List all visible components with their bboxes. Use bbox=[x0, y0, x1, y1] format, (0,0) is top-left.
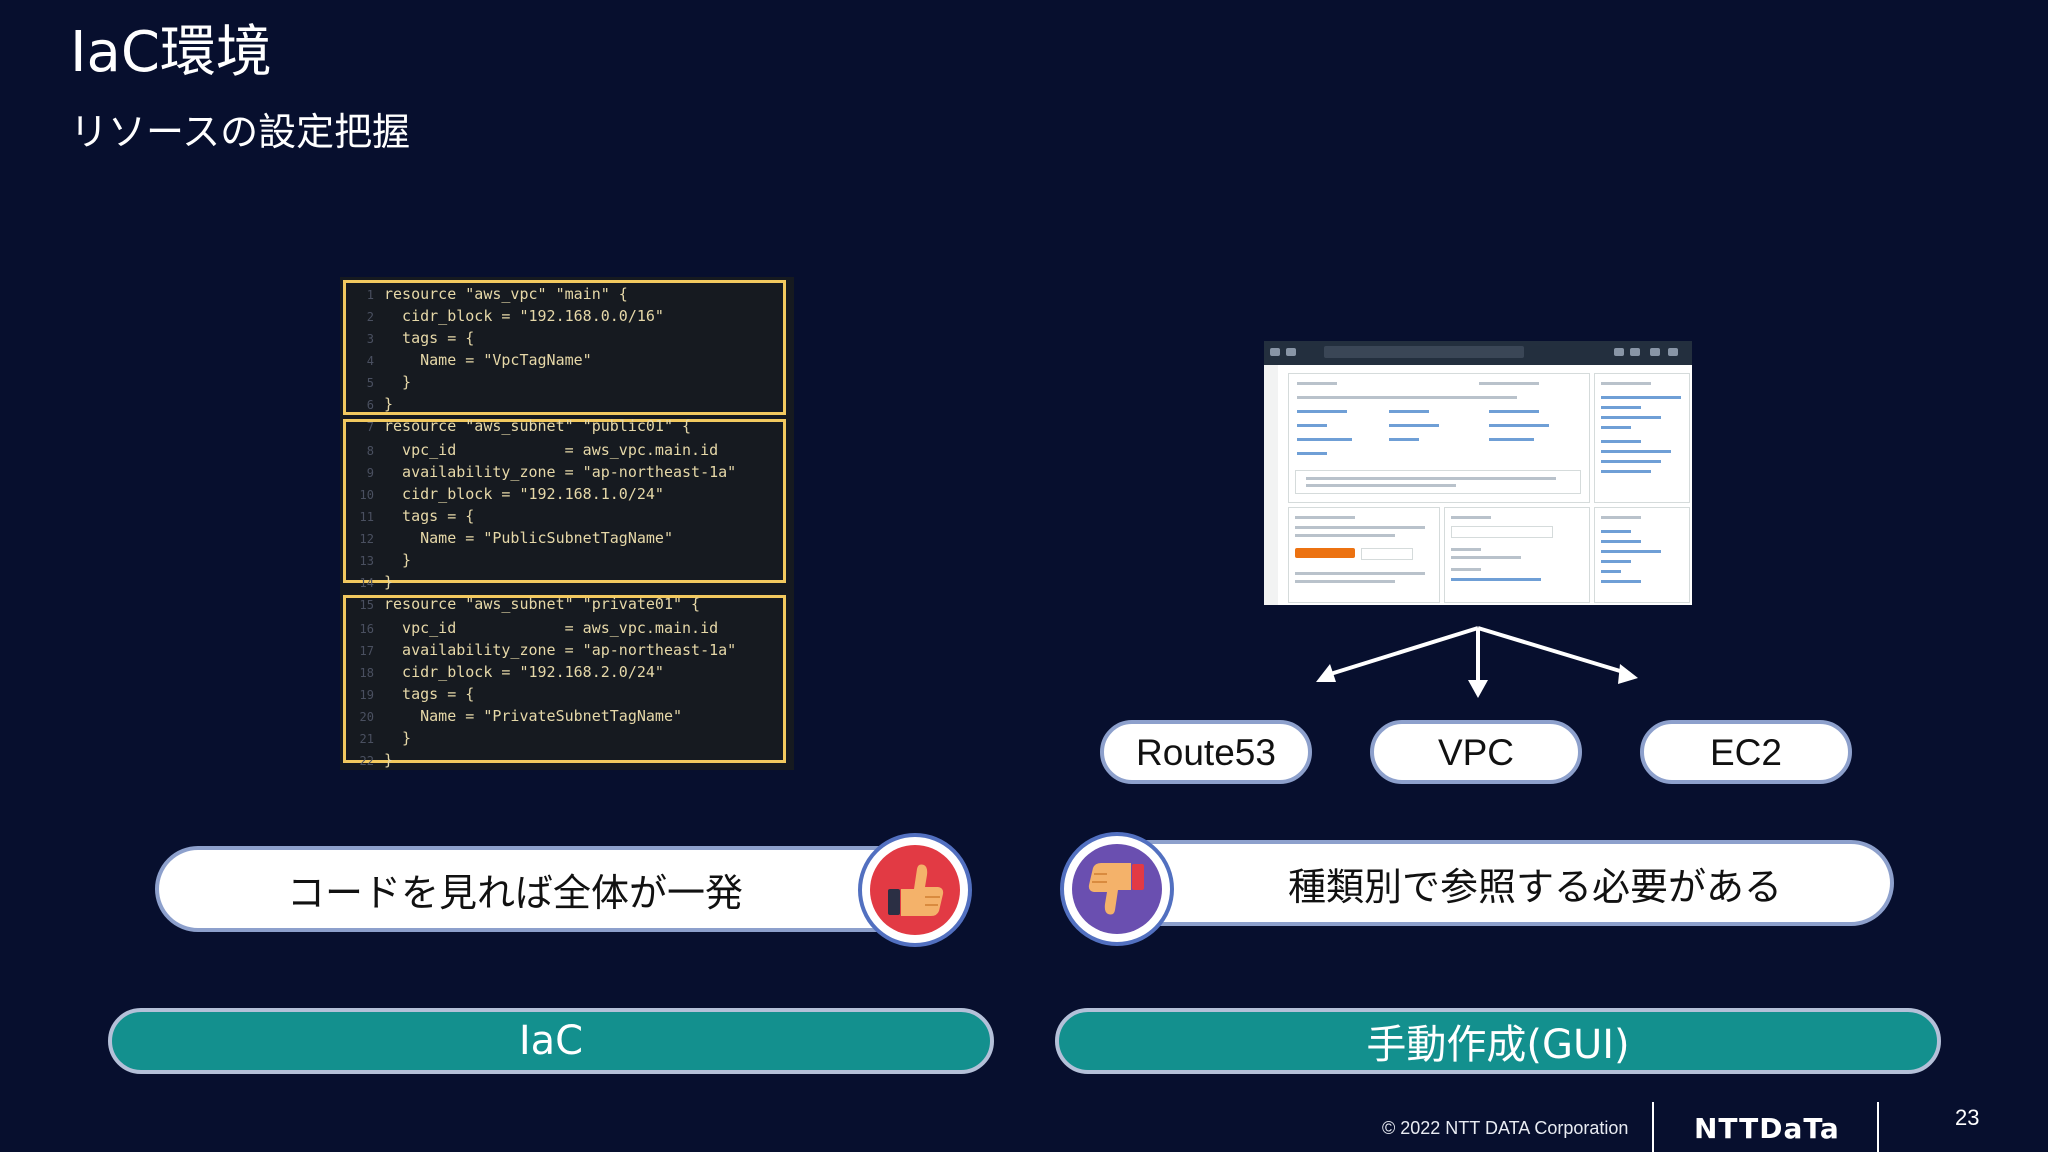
line-number: 22 bbox=[359, 754, 374, 768]
line-number: 9 bbox=[366, 466, 374, 480]
branch-arrows bbox=[1316, 626, 1638, 698]
code-text: } bbox=[384, 551, 412, 569]
code-line: 17 availability_zone = "ap-northeast-1a" bbox=[340, 639, 737, 661]
line-number: 7 bbox=[366, 420, 374, 434]
code-text: } bbox=[384, 373, 412, 391]
code-line: 12 Name = "PublicSubnetTagName" bbox=[340, 527, 673, 549]
code-line: 6} bbox=[340, 393, 393, 415]
code-line: 20 Name = "PrivateSubnetTagName" bbox=[340, 705, 682, 727]
code-highlight-private-subnet bbox=[343, 595, 786, 763]
code-line: 16 vpc_id = aws_vpc.main.id bbox=[340, 617, 719, 639]
code-text: availability_zone = "ap-northeast-1a" bbox=[384, 641, 737, 659]
line-number: 6 bbox=[366, 398, 374, 412]
line-number: 16 bbox=[359, 622, 374, 636]
service-pill-route53: Route53 bbox=[1100, 720, 1312, 784]
code-line: 10 cidr_block = "192.168.1.0/24" bbox=[340, 483, 664, 505]
code-line: 18 cidr_block = "192.168.2.0/24" bbox=[340, 661, 664, 683]
footer-divider bbox=[1652, 1102, 1654, 1152]
slide-subtitle: リソースの設定把握 bbox=[70, 110, 411, 154]
code-text: Name = "PrivateSubnetTagName" bbox=[384, 707, 683, 725]
code-line: 7 resource "aws_subnet" "public01" { bbox=[340, 415, 691, 437]
line-number: 13 bbox=[359, 554, 374, 568]
code-line: 13 } bbox=[340, 549, 412, 571]
code-line: 8 vpc_id = aws_vpc.main.id bbox=[340, 439, 718, 461]
code-text: tags = { bbox=[384, 329, 475, 347]
terraform-code-screenshot: 1 resource "aws_vpc" "main" { 2 cidr_block… bbox=[340, 277, 794, 770]
slide-title: IaC環境 bbox=[70, 20, 272, 85]
code-line: 5 } bbox=[340, 371, 411, 393]
code-highlight-public-subnet bbox=[343, 419, 786, 583]
line-number: 3 bbox=[366, 332, 374, 346]
code-text: tags = { bbox=[384, 685, 475, 703]
manual-comment-text: 種類別で参照する必要がある bbox=[1287, 864, 1782, 909]
line-number: 10 bbox=[359, 488, 374, 502]
code-line: 9 availability_zone = "ap-northeast-1a" bbox=[340, 461, 736, 483]
line-number: 11 bbox=[359, 510, 374, 524]
line-number: 1 bbox=[366, 288, 374, 302]
manual-comment-pill: 種類別で参照する必要がある bbox=[1096, 840, 1894, 926]
thumbs-down-icon bbox=[1072, 844, 1162, 934]
code-text: } bbox=[384, 573, 394, 591]
line-number: 19 bbox=[359, 688, 374, 702]
thumbs-up-icon bbox=[870, 845, 960, 935]
code-line: 22} bbox=[340, 749, 393, 770]
line-number: 4 bbox=[366, 354, 374, 368]
line-number: 2 bbox=[366, 310, 374, 324]
iac-comment-pill: コードを見れば全体が一発 bbox=[155, 846, 955, 932]
code-line: 2 cidr_block = "192.168.0.0/16" bbox=[340, 305, 664, 327]
page-number: 23 bbox=[1955, 1105, 1980, 1130]
line-number: 8 bbox=[366, 444, 374, 458]
line-number: 15 bbox=[359, 598, 374, 612]
line-number: 14 bbox=[359, 576, 374, 590]
code-highlight-vpc bbox=[343, 280, 786, 415]
console-topbar bbox=[1264, 341, 1692, 365]
aws-console-screenshot bbox=[1264, 341, 1692, 605]
code-line: 11 tags = { bbox=[340, 505, 475, 527]
code-line: 15 resource "aws_subnet" "private01" { bbox=[340, 593, 701, 615]
ntt-data-logo: NTTDaTa bbox=[1694, 1112, 1840, 1145]
code-line: 3 tags = { bbox=[340, 327, 475, 349]
code-text: cidr_block = "192.168.2.0/24" bbox=[384, 663, 664, 681]
line-number: 20 bbox=[359, 710, 374, 724]
iac-comment-text: コードを見れば全体が一発 bbox=[286, 870, 743, 915]
code-line: 19 tags = { bbox=[340, 683, 475, 705]
line-number: 17 bbox=[359, 644, 374, 658]
code-text: availability_zone = "ap-northeast-1a" bbox=[384, 463, 737, 481]
code-text: resource "aws_vpc" "main" { bbox=[384, 285, 628, 303]
code-text: } bbox=[384, 729, 412, 747]
line-number: 12 bbox=[359, 532, 374, 546]
code-text: } bbox=[384, 751, 394, 769]
code-text: Name = "PublicSubnetTagName" bbox=[384, 529, 673, 547]
line-number: 21 bbox=[359, 732, 374, 746]
category-bar-iac: IaC bbox=[108, 1008, 994, 1074]
code-text: Name = "VpcTagName" bbox=[384, 351, 592, 369]
thumbs-down-badge bbox=[1060, 832, 1174, 946]
code-text: vpc_id = aws_vpc.main.id bbox=[384, 441, 719, 459]
code-line: 14} bbox=[340, 571, 393, 593]
code-line: 4 Name = "VpcTagName" bbox=[340, 349, 592, 371]
line-number: 18 bbox=[359, 666, 374, 680]
code-text: cidr_block = "192.168.1.0/24" bbox=[384, 485, 664, 503]
code-text: } bbox=[384, 395, 394, 413]
code-line: 1 resource "aws_vpc" "main" { bbox=[340, 283, 628, 305]
thumbs-up-badge bbox=[858, 833, 972, 947]
code-text: resource "aws_subnet" "private01" { bbox=[384, 595, 701, 613]
service-pill-ec2: EC2 bbox=[1640, 720, 1852, 784]
code-text: resource "aws_subnet" "public01" { bbox=[384, 417, 692, 435]
code-text: vpc_id = aws_vpc.main.id bbox=[384, 619, 719, 637]
line-number: 5 bbox=[366, 376, 374, 390]
category-bar-manual-gui: 手動作成(GUI) bbox=[1055, 1008, 1941, 1074]
footer-copyright: © 2022 NTT DATA Corporation bbox=[1382, 1118, 1629, 1138]
footer-divider bbox=[1877, 1102, 1879, 1152]
code-line: 21 } bbox=[340, 727, 412, 749]
code-text: tags = { bbox=[384, 507, 475, 525]
code-text: cidr_block = "192.168.0.0/16" bbox=[384, 307, 664, 325]
service-pill-vpc: VPC bbox=[1370, 720, 1582, 784]
